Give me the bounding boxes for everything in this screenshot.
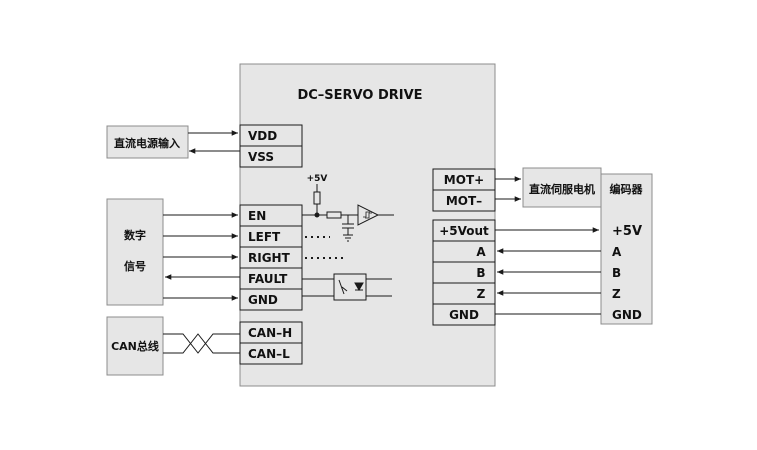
junction-dot (314, 212, 320, 218)
pin-label-fault: FAULT (248, 272, 288, 286)
digital-signal-box (106, 198, 164, 306)
pin-label-en: EN (248, 209, 266, 223)
can-twisted-pair (163, 333, 240, 354)
encoder-pin-gnd: GND (612, 308, 642, 322)
en-input-circuit: +5V (302, 174, 394, 242)
pin-label-vss: VSS (248, 150, 274, 164)
power-source-box (106, 125, 189, 159)
drive-title: DC–SERVO DRIVE (297, 88, 422, 103)
can-pins: CAN–H CAN–L (239, 321, 303, 365)
encoder-box (600, 173, 653, 325)
pin-label-gnd: GND (248, 293, 278, 307)
pin-label-can-h: CAN–H (248, 326, 292, 340)
digital-signal-label-line1: 数字 (124, 228, 146, 242)
pin-box-vss (239, 145, 303, 168)
pin-label-mot-minus: MOT– (446, 194, 482, 208)
pin-box-enc-a (432, 240, 496, 263)
digital-pins: EN LEFT RIGHT FAULT GND (239, 204, 303, 311)
power-source-label: 直流电源输入 (114, 136, 180, 150)
encoder-pin-z: Z (612, 287, 621, 301)
pin-box-mot-minus (432, 189, 496, 212)
motor-label: 直流伺服电机 (529, 182, 595, 196)
can-bus-label: CAN总线 (111, 339, 159, 353)
pin-label-enc-z: Z (477, 287, 486, 301)
digital-signal-label-line2: 信号 (124, 259, 146, 273)
pin-label-enc-b: B (476, 266, 485, 280)
motor-pins: MOT+ MOT– (432, 168, 496, 212)
encoder-label: 编码器 (610, 182, 644, 196)
pin-label-right: RIGHT (248, 251, 291, 265)
power-pins: VDD VSS (239, 124, 303, 168)
encoder-pin-b: B (612, 266, 621, 280)
pin-box-enc-z (432, 282, 496, 305)
can-bus-box (106, 316, 164, 376)
pin-box-enc-b (432, 261, 496, 284)
pin-label-enc-a: A (476, 245, 486, 259)
supply-label: +5V (307, 174, 328, 184)
encoder-pin-5v: +5V (612, 224, 642, 239)
fault-optocoupler (302, 273, 392, 301)
pin-label-vdd: VDD (248, 129, 277, 143)
schmitt-buffer (357, 204, 380, 226)
encoder-pin-a: A (612, 245, 622, 259)
pin-label-left: LEFT (248, 230, 281, 244)
pin-label-can-l: CAN–L (248, 347, 290, 361)
encoder-drive-pins: +5Vout A B Z GND (432, 219, 496, 326)
pin-label-enc-gnd: GND (449, 308, 479, 322)
motor-box (522, 167, 602, 208)
pin-label-5vout: +5Vout (439, 224, 489, 238)
pin-box-gnd (239, 288, 303, 311)
pin-label-mot-plus: MOT+ (444, 173, 484, 187)
